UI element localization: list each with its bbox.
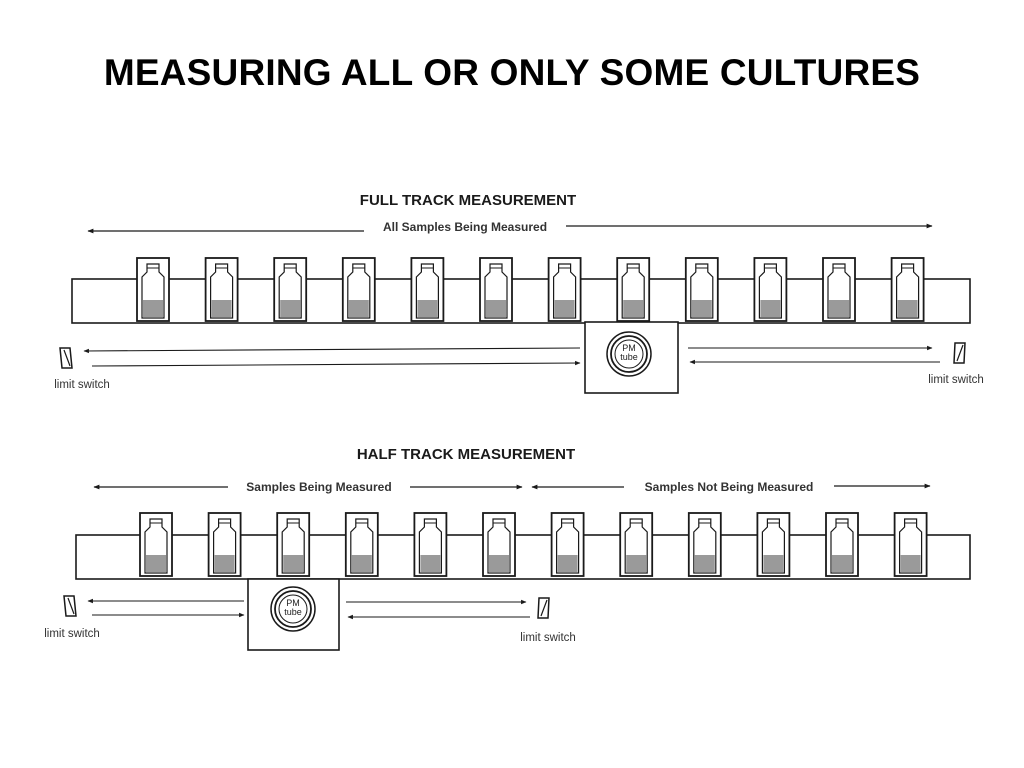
- half-bottle-4: [344, 512, 379, 577]
- half-bottle-11: [825, 512, 859, 577]
- full-bottle-3: [273, 257, 308, 322]
- full-bottle-5: [410, 257, 445, 322]
- full-track-title: FULL TRACK MEASUREMENT: [360, 192, 576, 209]
- full-bottle-2: [204, 257, 239, 322]
- half-not-measured-label: Samples Not Being Measured: [645, 480, 814, 494]
- half-bottle-3: [276, 512, 311, 577]
- full-bottle-1: [136, 257, 170, 322]
- half-bottle-9: [687, 512, 722, 577]
- full-bottle-8: [616, 257, 651, 322]
- full-pm-label-1: PM: [622, 343, 636, 353]
- full-pm-label-2: tube: [620, 352, 638, 362]
- full-bottle-7: [547, 257, 582, 322]
- full-limit-switch-left-label: limit switch: [54, 379, 110, 391]
- half-bottle-10: [756, 512, 791, 577]
- full-bottle-12: [890, 257, 925, 322]
- half-track-section: HALF TRACK MEASUREMENT Samples Being Mea…: [44, 446, 971, 651]
- half-pm-label-1: PM: [286, 598, 300, 608]
- half-pm-tube-carriage: PM tube: [247, 578, 340, 651]
- half-bottle-2: [207, 512, 242, 577]
- full-track-section: FULL TRACK MEASUREMENT All Samples Being…: [54, 192, 984, 394]
- half-bottle-1: [139, 512, 173, 577]
- full-travel-arrow-left-bottom: [91, 360, 581, 367]
- full-bottle-9: [684, 257, 719, 322]
- full-bottle-4: [341, 257, 376, 322]
- limit-switch-icon: [953, 342, 966, 364]
- full-bottle-10: [753, 257, 788, 322]
- full-bottle-11: [822, 257, 856, 322]
- full-travel-arrow-left-top: [83, 347, 581, 354]
- half-track-bottles: [139, 512, 928, 577]
- half-limit-switch-left-label: limit switch: [44, 628, 100, 640]
- full-bottle-6: [479, 257, 513, 322]
- half-pm-label-2: tube: [284, 607, 302, 617]
- half-bottle-8: [619, 512, 654, 577]
- limit-switch-icon: [537, 597, 550, 619]
- limit-switch-icon: [63, 595, 77, 617]
- slide-title: MEASURING ALL OR ONLY SOME CULTURES: [103, 52, 921, 93]
- limit-switch-icon: [59, 347, 73, 369]
- full-limit-switch-right-label: limit switch: [928, 374, 984, 386]
- half-bottle-7: [550, 512, 585, 577]
- full-pm-tube-carriage: PM tube: [584, 321, 679, 394]
- half-bottle-12: [893, 512, 928, 577]
- half-bottle-6: [482, 512, 516, 577]
- full-track-bottles: [136, 257, 925, 322]
- full-span-label: All Samples Being Measured: [383, 220, 547, 234]
- half-track-title: HALF TRACK MEASUREMENT: [357, 446, 575, 463]
- half-limit-switch-mid-label: limit switch: [520, 632, 576, 644]
- half-measured-label: Samples Being Measured: [246, 480, 391, 494]
- half-bottle-5: [413, 512, 448, 577]
